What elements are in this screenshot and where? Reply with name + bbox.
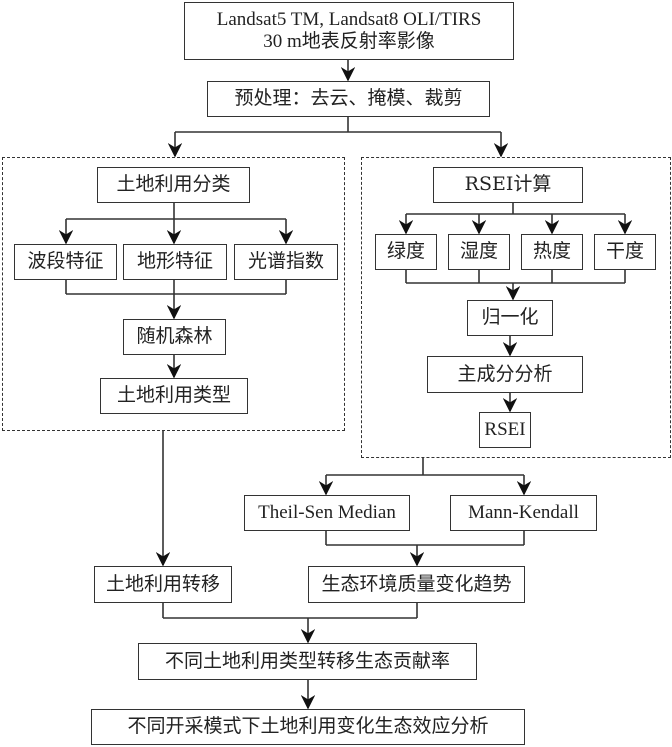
heat-box: 热度 — [521, 234, 583, 270]
landuse-classification-box: 土地利用分类 — [97, 167, 250, 203]
band-features-box: 波段特征 — [14, 244, 117, 280]
spectral-index-box: 光谱指数 — [234, 244, 338, 280]
input-data-line1: Landsat5 TM, Landsat8 OLI/TIRS — [216, 9, 482, 31]
final-analysis-box: 不同开采模式下土地利用变化生态效应分析 — [91, 709, 525, 745]
input-data-line2: 30 m地表反射率影像 — [263, 31, 435, 52]
theil-sen-box: Theil-Sen Median — [244, 495, 410, 531]
random-forest-box: 随机森林 — [123, 319, 226, 355]
pca-box: 主成分分析 — [427, 356, 583, 393]
wetness-box: 湿度 — [448, 234, 510, 270]
landuse-transfer-box: 土地利用转移 — [94, 566, 232, 603]
dryness-box: 干度 — [594, 234, 656, 270]
preprocess-box: 预处理：去云、掩模、裁剪 — [207, 81, 490, 117]
landuse-type-box: 土地利用类型 — [100, 378, 248, 414]
eco-quality-trend-box: 生态环境质量变化趋势 — [308, 566, 525, 603]
normalize-box: 归一化 — [467, 300, 553, 336]
rsei-calc-box: RSEI计算 — [433, 167, 583, 203]
input-data-box: Landsat5 TM, Landsat8 OLI/TIRS 30 m地表反射率… — [184, 2, 514, 60]
terrain-features-box: 地形特征 — [123, 244, 227, 280]
eco-contribution-box: 不同土地利用类型转移生态贡献率 — [138, 643, 477, 680]
landuse-classification-group — [2, 157, 345, 431]
rsei-box: RSEI — [479, 412, 531, 448]
mann-kendall-box: Mann-Kendall — [450, 495, 597, 531]
greenness-box: 绿度 — [375, 234, 437, 270]
rsei-calculation-group — [361, 157, 671, 458]
